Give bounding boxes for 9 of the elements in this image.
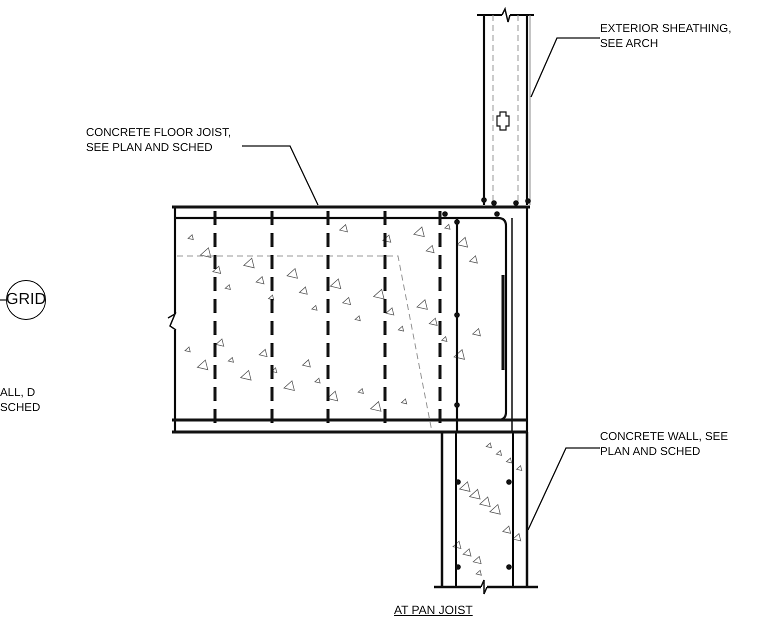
grid-bubble: GRID — [6, 280, 46, 320]
callout-note: CONCRETE FLOOR JOIST, SEE PLAN AND SCHED — [86, 126, 232, 156]
leader-line — [527, 447, 600, 530]
callout-note: CONCRETE WALL, SEE PLAN AND SCHED — [600, 430, 730, 460]
callout-note: EXTERIOR SHEATHING, SEE ARCH — [600, 22, 732, 52]
leader-line — [242, 145, 319, 206]
callout-note: ALL, D SCHED — [0, 386, 42, 416]
leader-line — [530, 37, 600, 98]
detail-caption: AT PAN JOIST — [394, 603, 473, 617]
